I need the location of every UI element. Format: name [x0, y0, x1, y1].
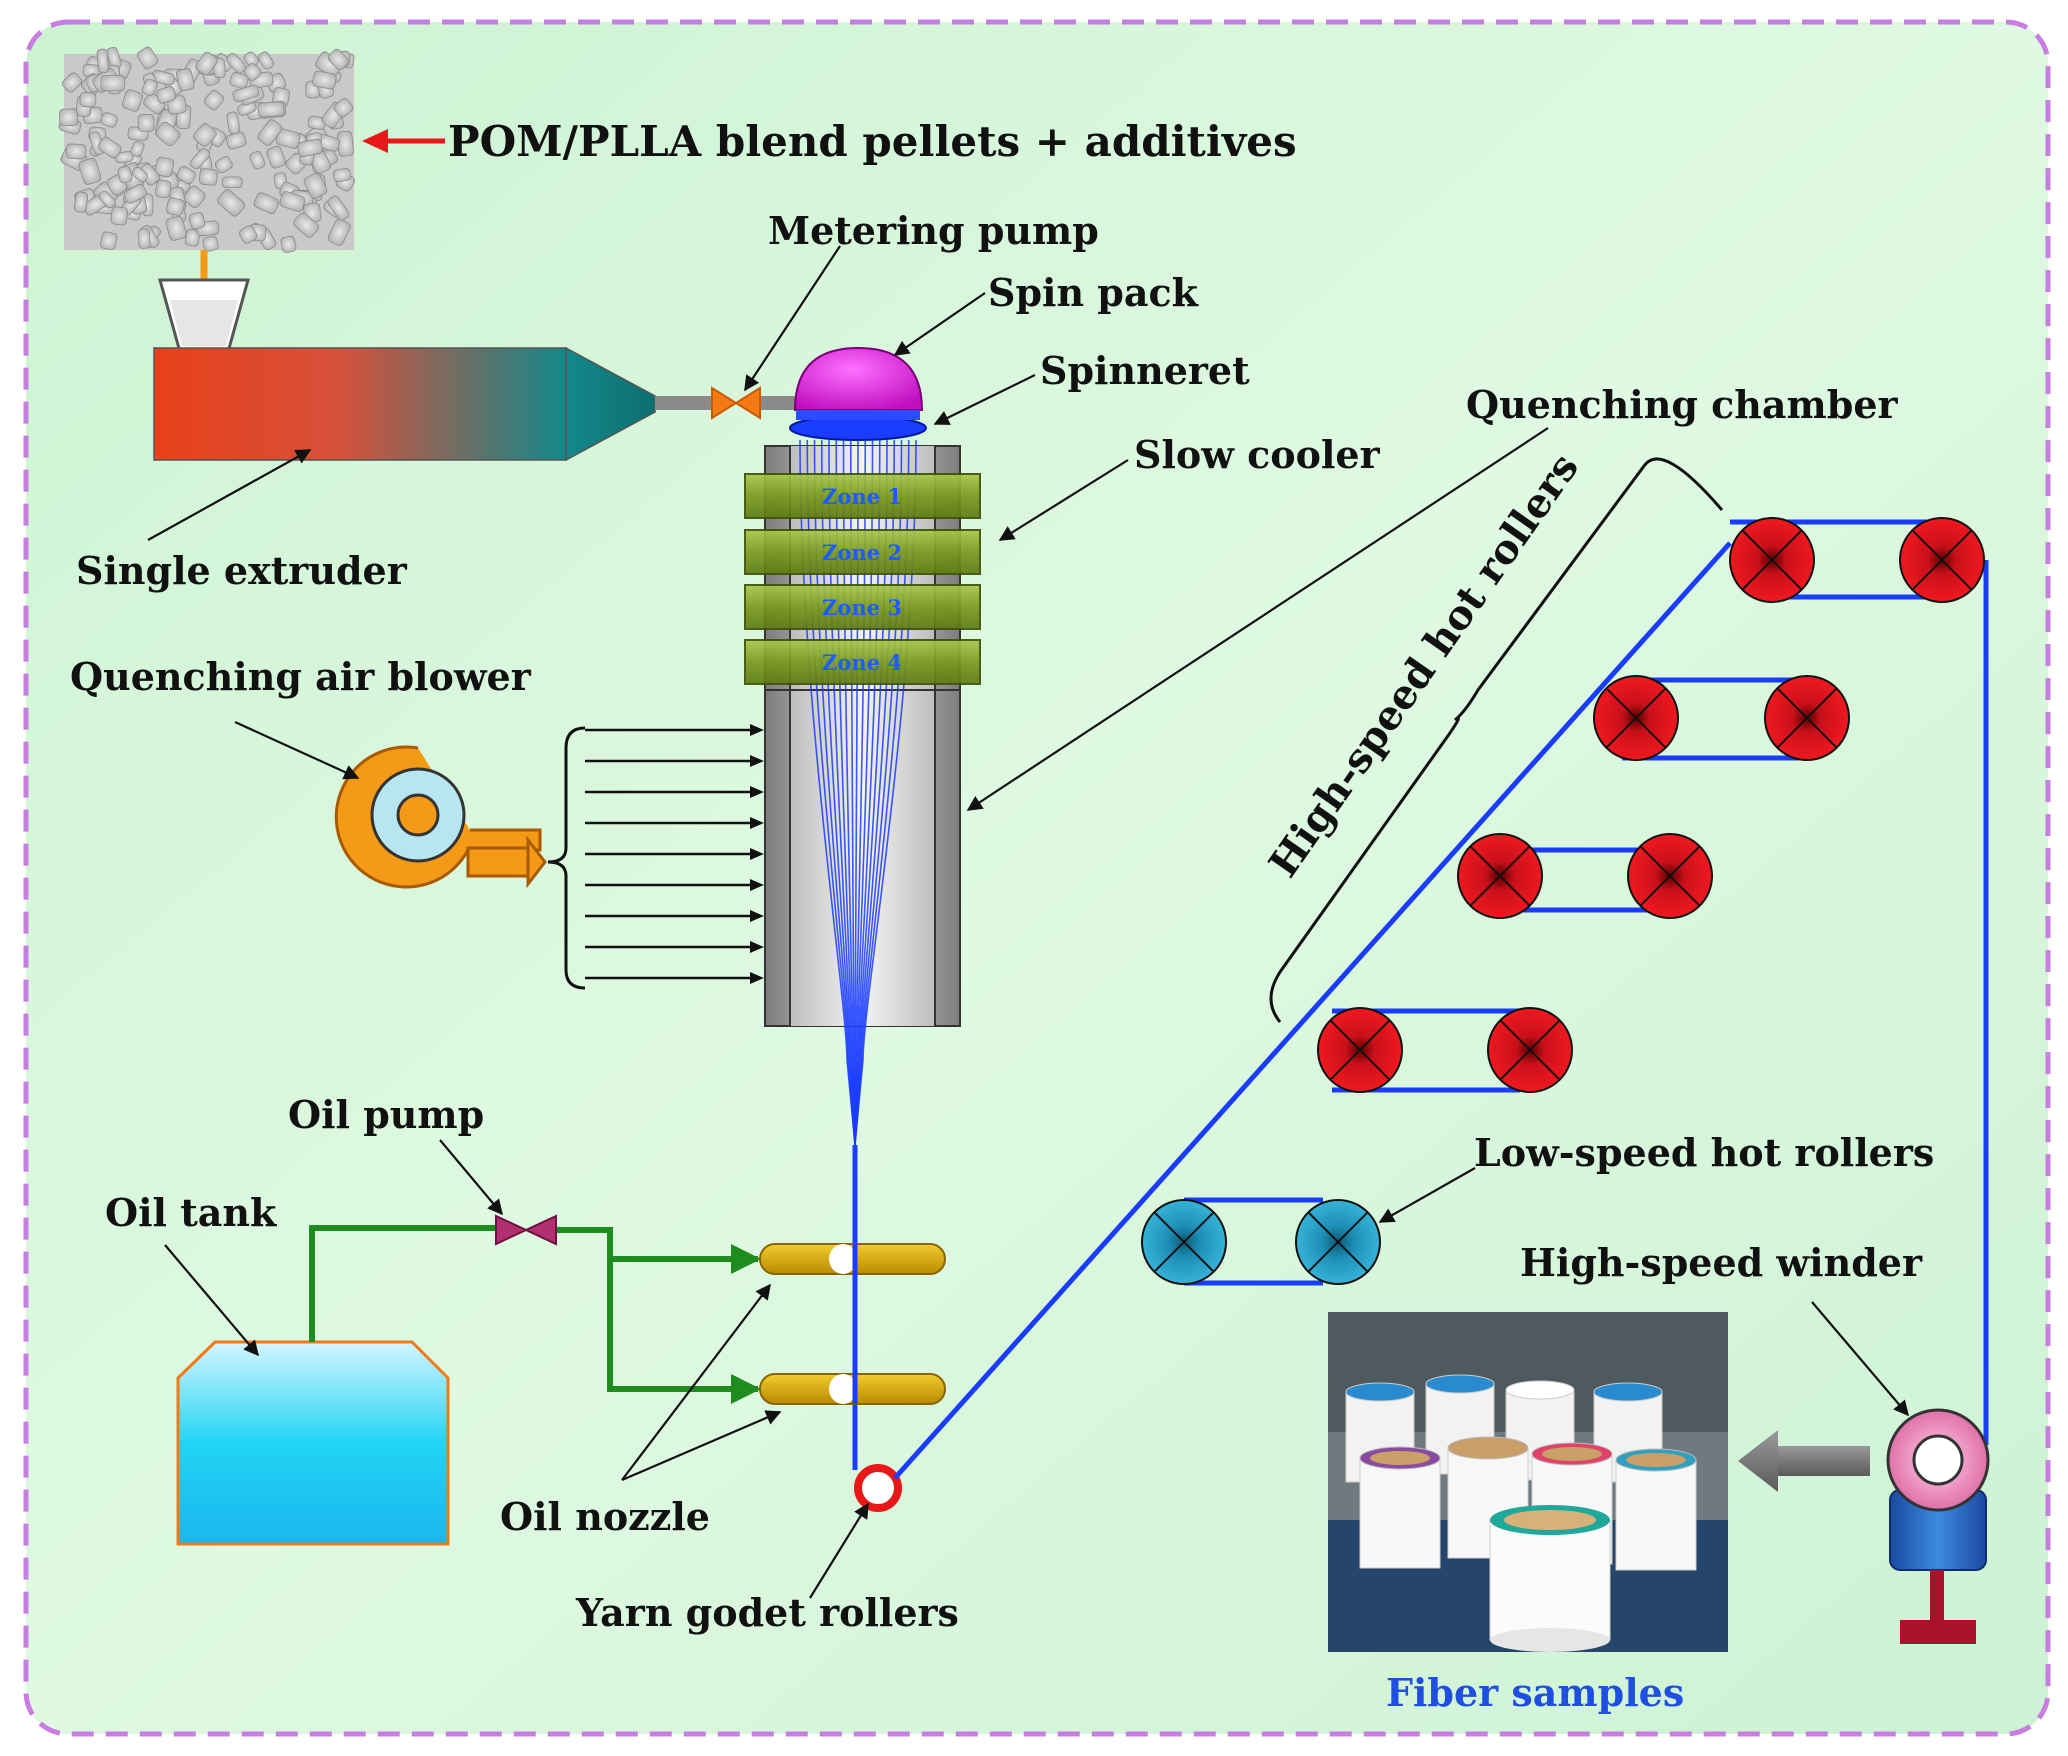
air-flow-arrows: [585, 724, 764, 984]
oil-tank-label: Oil tank: [105, 1190, 277, 1235]
high-speed-winder-label: High-speed winder: [1520, 1240, 1923, 1285]
gray-arrow-icon: [1738, 1430, 1870, 1492]
blower-icon: [334, 745, 547, 889]
hot-roller-brace: [1269, 457, 1724, 1023]
oil-tank: [176, 1340, 450, 1546]
spin-pack: [793, 346, 924, 411]
spin-pack-label: Spin pack: [988, 270, 1199, 315]
leader-lines: [147, 245, 1909, 1599]
oil-pump-label: Oil pump: [288, 1092, 484, 1137]
oil-line-upper: [555, 1227, 761, 1274]
zone-label-3: Zone 3: [822, 595, 902, 620]
air-brace: [547, 726, 586, 990]
metering-valve-icon: [711, 386, 761, 420]
slow-cooler-label: Slow cooler: [1134, 432, 1381, 477]
zone-label-1: Zone 1: [822, 484, 902, 509]
zone-label-4: Zone 4: [822, 650, 902, 675]
quenching-air-blower-label: Quenching air blower: [70, 654, 532, 699]
oil-line-main: [309, 1225, 500, 1342]
oil-line-lower: [607, 1259, 761, 1404]
zone-label-2: Zone 2: [822, 540, 902, 565]
pellets-label: POM/PLLA blend pellets + additives: [448, 117, 1297, 166]
winder-icon: [1886, 1408, 1990, 1644]
fiber-photo: [1328, 1312, 1728, 1652]
metering-pump-label: Metering pump: [768, 208, 1099, 253]
single-extruder: [153, 346, 797, 462]
spinneret-label: Spinneret: [1040, 348, 1250, 393]
fiber-samples-label: Fiber samples: [1386, 1670, 1684, 1715]
pellets-photo: [58, 46, 355, 253]
oil-valve-icon: [495, 1214, 557, 1246]
quenching-chamber-label: Quenching chamber: [1466, 382, 1899, 427]
slow-cooler: [744, 473, 981, 685]
yarn-godet-roller: [854, 1464, 902, 1512]
oil-nozzle-label: Oil nozzle: [500, 1494, 710, 1539]
roller-set: [1141, 517, 1985, 1285]
single-extruder-label: Single extruder: [76, 548, 408, 593]
low-speed-hot-rollers-label: Low-speed hot rollers: [1474, 1130, 1934, 1175]
yarn-godet-rollers-label: Yarn godet rollers: [575, 1590, 959, 1635]
